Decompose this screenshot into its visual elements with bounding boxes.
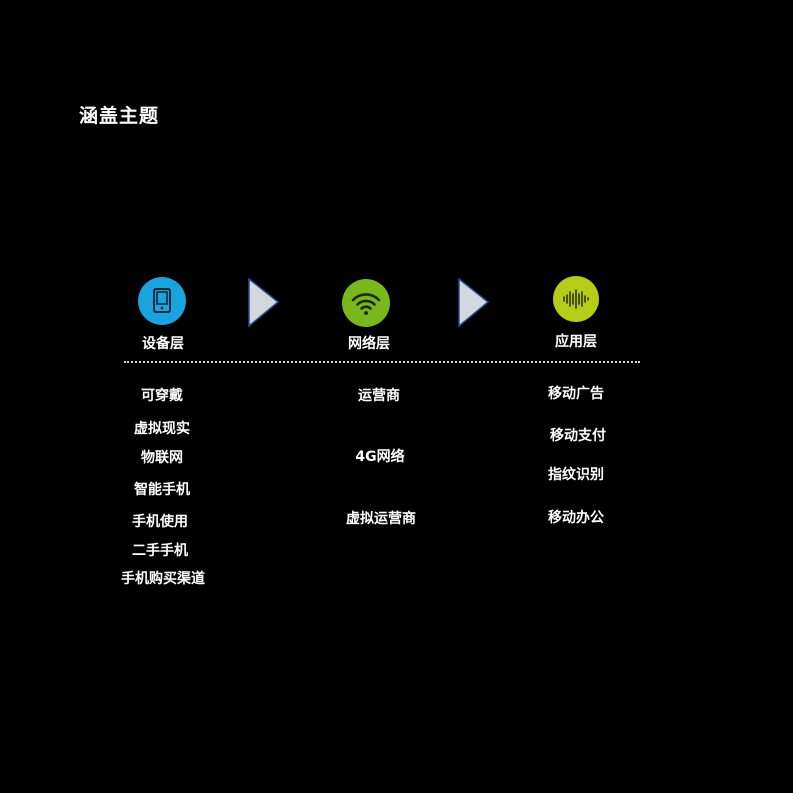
application-item: 指纹识别 [548, 467, 604, 483]
layer-label-application: 应用层 [555, 334, 597, 350]
layer-label-device: 设备层 [142, 336, 184, 352]
application-layer-icon-circle [553, 276, 599, 322]
application-item: 移动支付 [550, 428, 606, 444]
layer-label-network: 网络层 [348, 336, 390, 352]
dotted-divider [124, 361, 640, 363]
device-item: 智能手机 [134, 482, 190, 498]
application-item: 移动广告 [548, 386, 604, 402]
sound-wave-icon [563, 289, 589, 309]
device-item: 可穿戴 [141, 388, 183, 404]
network-layer-icon-circle [342, 279, 390, 327]
network-item: 4G网络 [355, 449, 405, 465]
device-item: 二手手机 [132, 543, 188, 559]
arrow-right-icon [248, 278, 280, 328]
application-item: 移动办公 [548, 510, 604, 526]
tablet-icon [153, 288, 171, 313]
device-item: 虚拟现实 [134, 421, 190, 437]
wifi-icon [351, 293, 381, 315]
network-item: 运营商 [358, 388, 400, 404]
device-item: 手机使用 [132, 514, 188, 530]
device-layer-icon-circle [138, 277, 186, 325]
arrow-right-icon [458, 278, 490, 328]
device-item: 物联网 [141, 450, 183, 466]
page-title: 涵盖主题 [79, 105, 160, 127]
device-item: 手机购买渠道 [121, 571, 205, 587]
network-item: 虚拟运营商 [346, 511, 416, 527]
